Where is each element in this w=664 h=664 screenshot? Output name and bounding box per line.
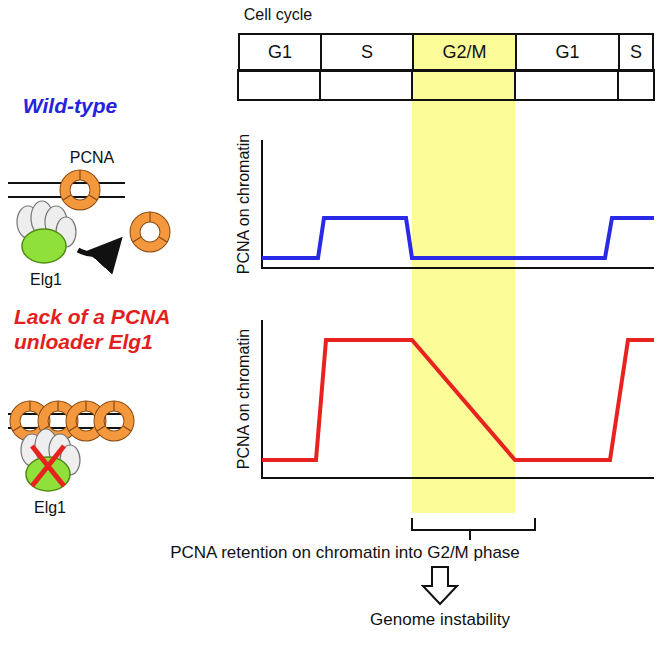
- axis-title: Cell cycle: [244, 5, 312, 24]
- axis-label: PCNA on chromatin: [234, 134, 253, 275]
- phase-label: S: [361, 42, 373, 63]
- protein-label: Elg1: [34, 498, 66, 517]
- phase-label: G1: [268, 42, 292, 63]
- phase-label: S: [630, 42, 642, 63]
- protein-label: Elg1: [30, 270, 62, 289]
- condition-title: Lack of a PCNA unloader Elg1: [14, 304, 229, 354]
- cell-cycle-phase: S: [618, 33, 654, 72]
- annotation: Genome instability: [370, 610, 510, 630]
- phase-label: G1: [555, 42, 579, 63]
- down-arrow: [423, 567, 457, 604]
- protein-label: PCNA: [70, 148, 114, 167]
- condition-title: Wild-type: [23, 93, 117, 118]
- elg1-trace: [262, 340, 654, 460]
- axis-label: PCNA on chromatin: [234, 329, 253, 470]
- cell-cycle-phase: G1: [515, 33, 620, 72]
- mutant-illustration: [8, 401, 131, 491]
- axes: [262, 140, 654, 478]
- annotation: PCNA retention on chromatin into G2/M ph…: [170, 543, 520, 563]
- cell-cycle-phase: S: [320, 33, 414, 72]
- cell-cycle-phase: G2/M: [412, 33, 517, 72]
- wildtype-trace: [262, 218, 654, 258]
- cell-cycle-phase: G1: [238, 33, 322, 72]
- bracket: [412, 518, 535, 540]
- phase-label: G2/M: [442, 42, 486, 63]
- cycle-bar-strip: [238, 70, 654, 100]
- wildtype-illustration: [8, 170, 167, 263]
